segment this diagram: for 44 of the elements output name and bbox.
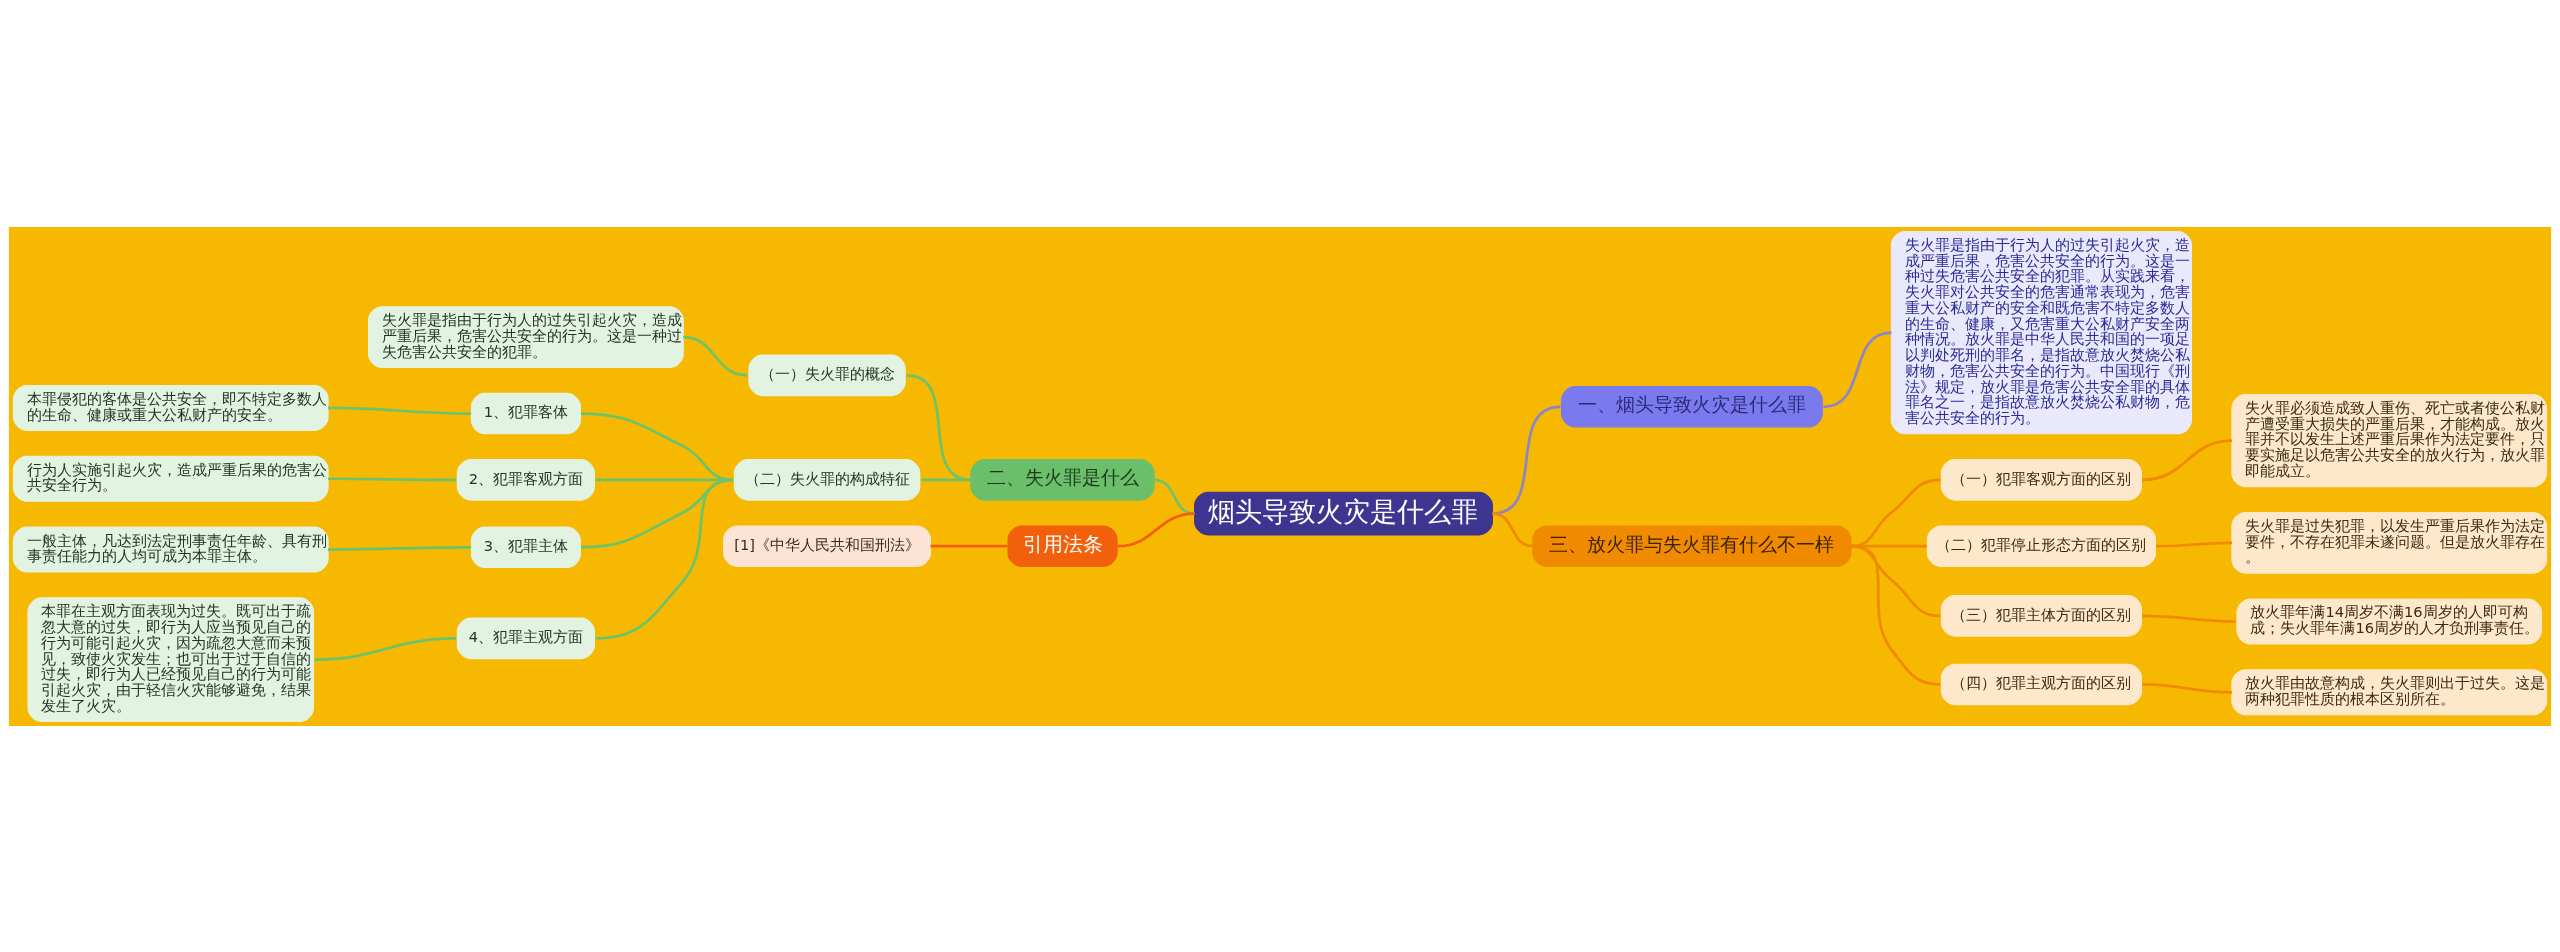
node-box: （二）失火罪的构成特征 [733,458,921,501]
connector [2142,614,2236,623]
connector [930,544,1008,548]
connector [921,478,971,481]
node-box: 放火罪年满14周岁不满16周岁的人即可构成；失火罪年满16周岁的人才负刑事责任。 [2236,597,2543,644]
connector [595,478,733,640]
node-box: 失火罪是过失犯罪，以发生严重后果作为法定要件，不存在犯罪未遂问题。但是放火罪存在。 [2231,511,2548,574]
node-box: 2、犯罪客观方面 [456,458,595,501]
connector [314,636,457,661]
node-box: 烟头导致火灾是什么罪 [1194,491,1493,535]
connector [2142,438,2233,481]
connector [1823,330,1892,408]
connector [906,373,972,481]
node-box: （一）犯罪客观方面的区别 [1940,458,2142,501]
node-box: 失火罪必须造成致人重伤、死亡或者使公私财产遭受重大损失的严重后果，才能构成。放火罪并不以发生上述严重后果作为法定要件，只要实施足以危害公共安全的放火行为，放火罪即能成立。 [2231,393,2548,487]
connector [328,406,471,415]
node-box: 引用法条 [1007,524,1118,567]
connector [1117,511,1195,548]
node-box: 4、犯罪主观方面 [456,617,595,659]
connector [1492,511,1534,547]
node-box: （三）犯罪主体方面的区别 [1940,594,2142,637]
node-box: 二、失火罪是什么 [970,458,1155,501]
node-box: 放火罪由故意构成，失火罪则出于过失。这是两种犯罪性质的根本区别所在。 [2231,668,2548,715]
node-box: （四）犯罪主观方面的区别 [1940,663,2142,705]
connector [580,411,733,481]
connector [328,476,457,481]
node-box: 行为人实施引起火灾，造成严重后果的危害公共安全行为。 [12,455,329,502]
connector [2156,540,2232,548]
node-box: 一、烟头导致火灾是什么罪 [1560,385,1823,428]
connector [683,335,748,377]
node-box: 3、犯罪主体 [470,526,581,568]
connector [2142,682,2232,694]
node-box: 本罪侵犯的客体是公共安全，即不特定多数人的生命、健康或重大公私财产的安全。 [12,384,329,431]
node-box: [1]《中华人民共和国刑法》 [723,524,932,567]
node-box: 失火罪是指由于行为人的过失引起火灾，造成严重后果，危害公共安全的行为。这是一种过失危害公共安全的犯罪。从实践来看，失火罪对公共安全的危害通常表现为，危害重大公私财产的安全和既危害不特定多数人的生命、健康，又危害重大公私财产安全两种情况。放火罪是中华人民共和国的一项足以判处死刑的罪名，是指故意放火焚烧公私财物，危害公共安全的行为。中国现行《刑法》规定，放火罪是危害公共安全罪的具体罪名之一，是指故意放火焚烧公私财物，危害公共安全的行为。 [1890,230,2192,434]
connector [1850,544,1941,686]
node-box: 1、犯罪客体 [470,392,581,434]
node-box: （一）失火罪的概念 [748,354,906,396]
node-box: 失火罪是指由于行为人的过失引起火灾，造成严重后果，危害公共安全的行为。这是一种过失危害公共安全的犯罪。 [368,305,684,368]
node-box: 本罪在主观方面表现为过失。既可出于疏忽大意的过失，即行为人应当预见自己的行为可能引起火灾，因为疏忽大意而未预见，致使火灾发生；也可出于过于自信的过失，即行为人已经预见自己的行为可能引起火灾，由于轻信火灾能够避免，结果发生了火灾。 [27,596,315,722]
node-box: 一般主体，凡达到法定刑事责任年龄、具有刑事责任能力的人均可成为本罪主体。 [12,526,329,573]
node-box: 三、放火罪与失火罪有什么不一样 [1532,524,1852,567]
node-box: （二）犯罪停止形态方面的区别 [1926,524,2157,567]
connector [328,545,471,551]
